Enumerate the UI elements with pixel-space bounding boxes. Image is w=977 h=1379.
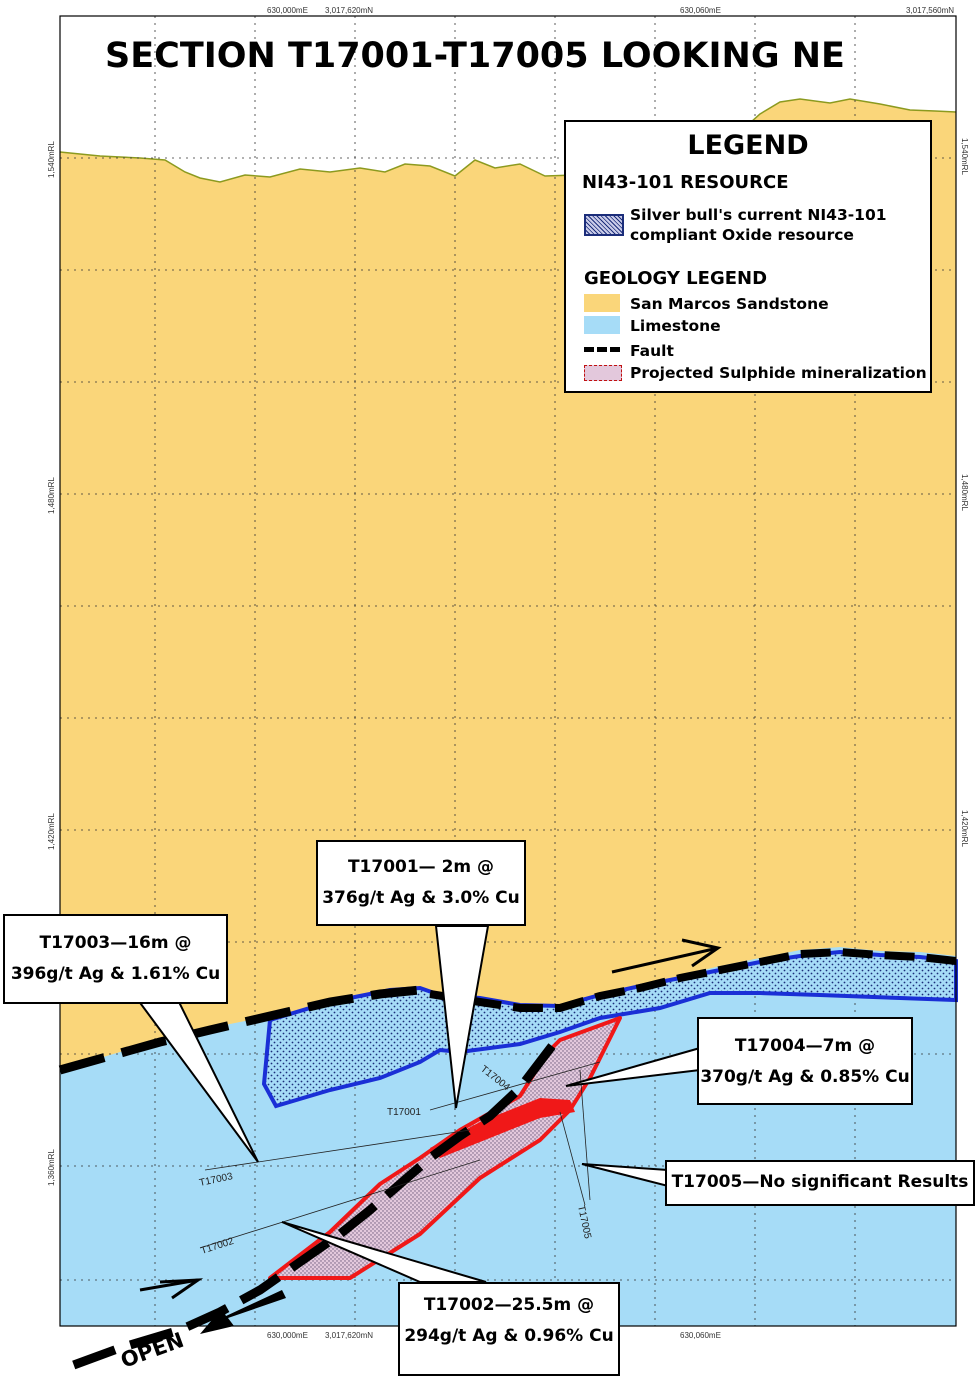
fault-lines [58, 947, 957, 1375]
legend-limestone: Limestone [630, 317, 721, 335]
legend-sandstone: San Marcos Sandstone [630, 295, 829, 313]
sulphide-swatch [584, 365, 622, 381]
grid-label-rl-1420-right: 1,420mRL [960, 810, 969, 847]
callout-t17004-line2: 370g/t Ag & 0.85% Cu [700, 1067, 910, 1087]
grid-label-top-right-e: 630,060mE [680, 6, 721, 15]
legend-sulphide: Projected Sulphide mineralization [630, 364, 927, 382]
callout-t17001-line1: T17001— 2m @ [347, 857, 495, 877]
legend-box: LEGEND NI43-101 RESOURCE Silver bull's c… [564, 120, 932, 393]
callout-t17005: T17005—No significant Results [665, 1160, 975, 1206]
callout-t17003-line1: T17003—16m @ [39, 933, 192, 953]
grid-label-top-left-e: 630,000mE [267, 6, 308, 15]
grid-label-rl-1540-right: 1,540mRL [960, 138, 969, 175]
grid-label-rl-1360: 1,360mRL [47, 1149, 56, 1186]
grid-label-top-far-n: 3,017,560mN [906, 6, 954, 15]
legend-geology-heading: GEOLOGY LEGEND [584, 268, 768, 289]
callout-t17004-line1: T17004—7m @ [734, 1036, 876, 1056]
callout-t17005-line1: T17005—No significant Results [671, 1172, 969, 1192]
oxide-resource-swatch [584, 214, 624, 236]
callout-t17004: T17004—7m @ 370g/t Ag & 0.85% Cu [697, 1017, 913, 1105]
limestone-swatch [584, 316, 620, 334]
topography-line [59, 98, 957, 183]
callout-t17002: T17002—25.5m @ 294g/t Ag & 0.96% Cu [398, 1282, 620, 1376]
callout-t17001-line2: 376g/t Ag & 3.0% Cu [322, 888, 520, 908]
callout-t17001: T17001— 2m @ 376g/t Ag & 3.0% Cu [316, 840, 526, 926]
grid-label-rl-1420: 1,420mRL [47, 813, 56, 850]
callout-t17002-line1: T17002—25.5m @ [423, 1295, 595, 1315]
grid-label-bottom-right-e: 630,060mE [680, 1331, 721, 1340]
thrust-arrows [139, 938, 722, 1300]
callout-t17003: T17003—16m @ 396g/t Ag & 1.61% Cu [3, 914, 228, 1004]
callout-t17003-line2: 396g/t Ag & 1.61% Cu [10, 964, 221, 984]
well-label-t17001: T17001 [387, 1107, 421, 1118]
grid-label-bottom-left-e: 630,000mE [267, 1331, 308, 1340]
drill-holes [199, 1061, 601, 1249]
legend-fault: Fault [630, 342, 674, 360]
grid-label-top-left-n: 3,017,620mN [325, 6, 373, 15]
legend-resource-heading: NI43-101 RESOURCE [582, 172, 789, 193]
legend-resource-item-line2: compliant Oxide resource [630, 226, 854, 244]
callout-t17002-line2: 294g/t Ag & 0.96% Cu [404, 1326, 614, 1346]
grid-label-rl-1480-right: 1,480mRL [960, 474, 969, 511]
legend-resource-item-line1: Silver bull's current NI43-101 [630, 206, 887, 224]
sandstone-swatch [584, 294, 620, 312]
sulphide-red-bands [430, 1098, 575, 1158]
fault-swatch [584, 347, 620, 352]
legend-title: LEGEND [687, 130, 809, 161]
grid-label-rl-1540: 1,540mRL [47, 141, 56, 178]
section-title: SECTION T17001-T17005 LOOKING NE [105, 36, 845, 76]
grid-label-bottom-left-n: 3,017,620mN [325, 1331, 373, 1340]
grid-label-rl-1480: 1,480mRL [47, 477, 56, 514]
open-arrow [200, 1290, 286, 1334]
